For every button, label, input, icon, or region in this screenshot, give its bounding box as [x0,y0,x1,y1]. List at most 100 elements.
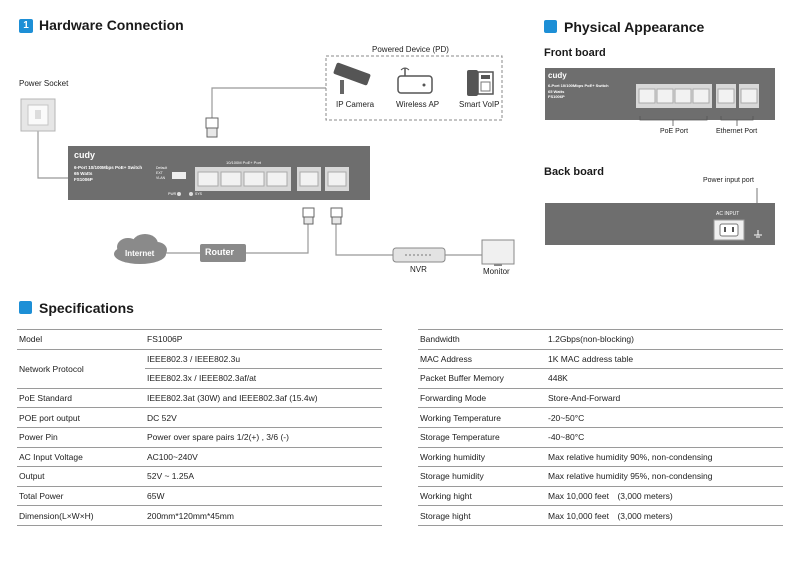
spec-value: 1K MAC address table [546,349,783,370]
spec-key: Power Pin [17,427,145,448]
spec-value: Store-And-Forward [546,388,783,409]
section-square-icon [544,20,557,33]
spec-key: POE port output [17,407,145,428]
hardware-connection-heading: 1 Hardware Connection [19,17,184,34]
spec-value: IEEE802.3at (30W) and IEEE802.3af (15.4w… [145,388,382,409]
power-socket-icon [20,98,56,132]
spec-value: IEEE802.3x / IEEE802.3af/at [145,368,382,389]
spec-value: Max 10,000 feet (3,000 meters) [546,486,783,507]
switch-model-line: FS1006P [74,177,93,182]
switch-mode-labels: Default EXT VLAN [156,166,167,181]
power-socket-label: Power Socket [19,79,69,88]
spec-value: AC100~240V [145,447,382,468]
switch-desc-line: 6-Port 10/100Mbps PoE+ Switch [74,165,143,170]
spec-value: Max relative humidity 95%, non-condensin… [546,466,783,487]
router-switch-cable [246,222,309,254]
nvr-icon [392,247,446,263]
spec-value: -40~80°C [546,427,783,448]
spec-key: Working hight [418,486,546,507]
mode-default-label: Default [156,166,168,170]
hardware-connection-title: Hardware Connection [39,17,184,33]
hardware-connection-diagram [20,55,515,266]
rj45-plug-icon [302,207,315,225]
monitor-label: Monitor [483,267,510,276]
table-row: IEEE802.3x / IEEE802.3af/at [17,368,382,389]
front-watts-line: 65 Watts [548,88,565,94]
table-row: Working Temperature-20~50°C [418,407,783,428]
poe-port-label: PoE Port [660,128,689,135]
table-row: Storage Temperature-40~80°C [418,427,783,448]
powered-device-box [325,55,503,121]
spec-value: Max relative humidity 90%, non-condensin… [546,447,783,468]
sys-led [189,192,193,196]
powered-device-label: Powered Device (PD) [372,45,449,54]
front-brand-logo: cudy [548,71,567,80]
spec-key: Model [17,329,145,350]
ac-input-label: AC INPUT [716,211,740,217]
wireless-ap-label: Wireless AP [396,100,440,109]
mode-switch [172,172,186,179]
router-box [200,244,246,262]
section-square-icon [19,301,32,314]
section-number-badge: 1 [19,19,33,34]
rj45-plug-icon [205,117,219,138]
front-model-line: FS1006P [548,94,565,99]
internet-cloud-icon [114,234,167,264]
smart-voip-label: Smart VoIP [459,100,500,109]
ethernet-port-callout [720,116,754,126]
spec-key: MAC Address [418,349,546,370]
front-board-label: Front board [544,47,606,59]
ac-inlet-icon [713,219,745,241]
monitor-icon [481,239,515,266]
specifications-title: Specifications [39,300,134,316]
ground-symbol-icon [754,230,762,238]
router-label: Router [205,247,234,257]
spec-value: 65W [145,486,382,507]
spec-key: Bandwidth [418,329,546,350]
switch-pwr-label: PWR [168,192,177,196]
switch-nvr-cable [335,222,393,256]
mode-ext-label: EXT [156,171,163,175]
spec-value: IEEE802.3 / IEEE802.3u [145,349,382,370]
spec-value: -20~50°C [546,407,783,428]
switch-sys-label: SYS [195,192,203,196]
switch-watts-line: 65 Watts [74,171,93,176]
physical-appearance-title: Physical Appearance [564,19,705,35]
switch-ethernet-ports [297,167,349,191]
pd-cable [211,87,326,122]
internet-label: Internet [125,249,155,258]
ip-camera-icon [333,62,371,94]
mode-vlan-label: VLAN [156,176,166,180]
nvr-label: NVR [410,265,427,274]
specifications-heading: Specifications [19,300,134,316]
spec-key: Working Temperature [418,407,546,428]
spec-key: Working humidity [418,447,546,468]
ethernet-port-label: Ethernet Port [716,128,758,135]
spec-key: Dimension(L×W×H) [17,505,145,526]
power-cable [37,130,70,179]
front-model-text: 6-Port 10/100Mbps PoE+ Switch 65 Watts F… [548,83,609,100]
spec-key: Total Power [17,486,145,507]
back-board-label: Back board [544,166,604,178]
switch-poe-port-label: 10/100M PoE+ Port [226,160,262,165]
switch-poe-port-block [195,167,291,191]
table-row: Dimension(L×W×H)200mm*120mm*45mm [17,505,382,526]
spec-key: Storage hight [418,505,546,526]
